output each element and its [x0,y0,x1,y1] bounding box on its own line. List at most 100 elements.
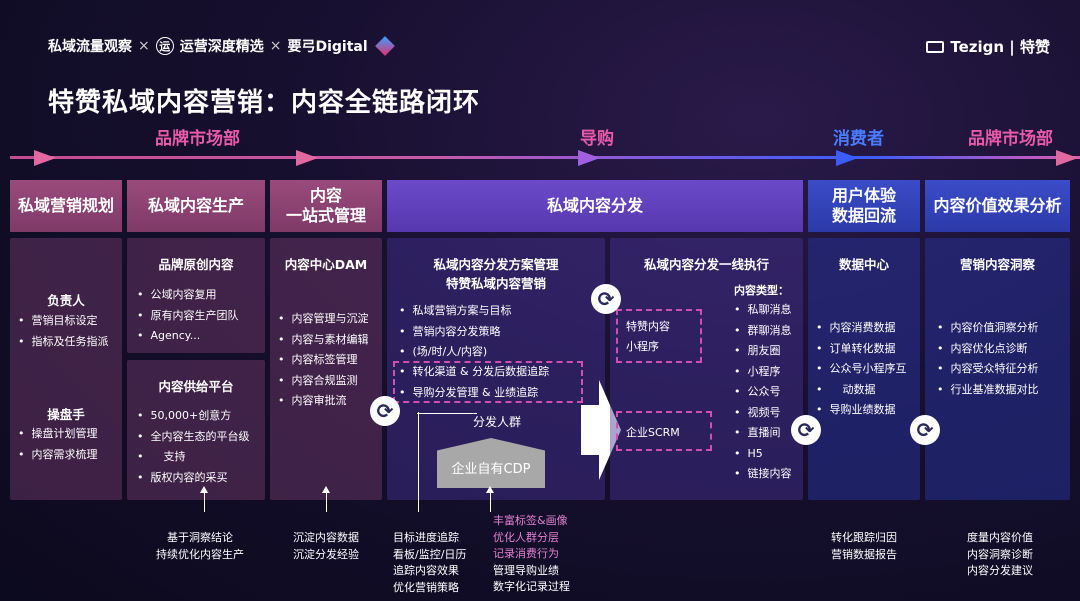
data-center-panel: 数据中心 内容消费数据 订单转化数据 公众号小程序互 动数据 导购业绩数据 [808,238,920,500]
planning-panel: 负责人 营销目标设定 指标及任务指派 操盘手 操盘计划管理 内容需求梳理 [10,238,122,500]
list-item: (场/时/人/内容) [399,342,512,363]
list-item: 公众号 [734,382,792,403]
list-item: 内容需求梳理 [18,445,98,466]
insight-panel: 营销内容洞察 内容价值洞察分析 内容优化点诊断 内容受众特征分析 行业基准数据对… [925,238,1070,500]
list-item: 全内容生态的平台级 [137,427,250,448]
up-connector-3 [418,412,419,512]
col5-header-line1: 用户体验 [831,186,896,205]
list-item: 私域营销方案与目标 [399,301,512,322]
note-line: 内容分发建议 [967,564,1033,577]
note-line: 持续优化内容生产 [156,547,244,561]
flow-arrow-4-icon [836,150,858,166]
flow-arrow-2-icon [296,150,318,166]
col-header-production: 私域内容生产 [127,180,265,232]
ops-logo-icon: 运 [155,37,174,55]
list-item: 内容消费数据 [816,318,907,339]
list-item: 内容与素材编辑 [278,330,369,351]
original-content-panel: 品牌原创内容 公域内容复用 原有内容生产团队 Agency... [127,238,265,353]
col-header-distribution: 私域内容分发 [387,180,803,232]
note-line: 内容洞察诊断 [967,547,1033,561]
tezign-brand: Tezign | 特赞 [926,36,1050,57]
original-content-title: 品牌原创内容 [158,257,234,272]
list-item: 行业基准数据对比 [937,380,1039,401]
list-item: 公域内容复用 [137,285,239,306]
list-item: 原有内容生产团队 [137,306,239,327]
mini-program-dashed-box [616,309,702,363]
note-line: 优化人群分层 [493,530,559,544]
list-item-cont: 动数据 [816,380,907,401]
list-item: 公众号小程序互 [816,359,907,380]
list-item: 内容合规监测 [278,371,369,392]
up-connector-1 [204,492,205,512]
note-line: 记录消费行为 [493,547,559,560]
phase-guide: 导购 [580,129,614,149]
up-arrow-2-icon [322,486,330,493]
note-line: 转化跟踪归因 [831,531,897,544]
flow-line [10,156,1080,159]
note-line: 管理导购业绩 [493,563,559,577]
mini-program-label: 特赞内容 小程序 [626,317,670,357]
refresh-cycle-icon: ⟳ [591,284,621,314]
up-arrow-1-icon [200,486,208,493]
top-brand-bar: 私域流量观察 × 运 运营深度精选 × 要弓Digital [48,36,395,56]
owner-title: 负责人 [47,293,85,308]
dam-title: 内容中心DAM [284,257,368,272]
list-item: 内容审批流 [278,391,369,412]
list-item: 群聊消息 [734,321,792,342]
list-item: H5 [734,444,792,465]
dam-list: 内容管理与沉淀 内容与素材编辑 内容标签管理 内容合规监测 内容审批流 [278,309,369,412]
refresh-cycle-icon: ⟳ [370,396,400,426]
separator-x: × [138,38,150,54]
tezign-logo-icon [926,40,945,53]
distribution-plan-panel: 私域内容分发方案管理 特赞私域内容营销 私域营销方案与目标 营销内容分发策略 (… [387,238,605,500]
list-item: 内容受众特征分析 [937,359,1039,380]
list-item: 转化渠道 & 分发后数据追踪 [399,362,550,383]
list-item-cont: 支持 [137,447,250,468]
data-center-title: 数据中心 [838,257,889,272]
bottom-note-insight: 度量内容价值 内容洞察诊断 内容分发建议 [940,530,1060,580]
plan-list: 私域营销方案与目标 营销内容分发策略 (场/时/人/内容) [399,301,512,363]
insight-list: 内容价值洞察分析 内容优化点诊断 内容受众特征分析 行业基准数据对比 [937,318,1039,400]
list-item: 朋友圈 [734,341,792,362]
list-item-cont-text: 动数据 [842,382,876,396]
list-item: 订单转化数据 [816,339,907,360]
content-types-list: 私聊消息 群聊消息 朋友圈 小程序 公众号 视频号 直播间 H5 链接内容 [734,300,792,485]
list-item: 私聊消息 [734,300,792,321]
up-connector-2 [326,492,327,512]
original-content-list: 公域内容复用 原有内容生产团队 Agency... [137,285,239,347]
tezign-label: Tezign | 特赞 [950,38,1050,56]
mini-program-line1: 特赞内容 [626,320,670,333]
list-item: 内容优化点诊断 [937,339,1039,360]
col-header-user-data: 用户体验 数据回流 [808,180,920,232]
flow-arrow-1-icon [34,150,56,166]
bottom-note-cdp: 丰富标签&画像 优化人群分层 记录消费行为 管理导购业绩 数字化记录过程 [493,513,603,596]
list-item: Agency... [137,326,239,347]
list-item: 版权内容的采买 [137,468,250,489]
list-item-cont-text: 支持 [163,450,186,463]
list-item: 内容管理与沉淀 [278,309,369,330]
supply-platform-title: 内容供给平台 [158,379,234,394]
col-header-management: 内容 一站式管理 [270,180,382,232]
list-item: 直播间 [734,423,792,444]
note-line: 追踪内容效果 [393,564,459,577]
plan-title: 私域内容分发方案管理 [433,257,559,272]
note-line: 数字化记录过程 [493,580,570,593]
note-line: 目标进度追踪 [393,531,459,544]
bottom-note-data: 转化跟踪归因 营销数据报告 [808,530,920,563]
operator-list: 操盘计划管理 内容需求梳理 [18,424,98,465]
note-line: 基于洞察结论 [167,531,233,544]
content-types-title: 内容类型： [734,284,789,297]
digital-logo-icon [374,36,395,56]
distribution-exec-panel: 私域内容分发一线执行 特赞内容 小程序 企业SCRM 内容类型： 私聊消息 群聊… [610,238,803,500]
up-connector-4 [490,492,491,512]
note-line: 优化营销策略 [393,580,459,594]
list-item: 内容价值洞察分析 [937,318,1039,339]
phase-brand-2: 品牌市场部 [968,129,1053,149]
cdp-house-shape [437,438,545,488]
col-header-analysis: 内容价值效果分析 [925,180,1070,232]
list-item: 链接内容 [734,464,792,485]
tracking-list: 转化渠道 & 分发后数据追踪 导购分发管理 & 业绩追踪 [399,362,550,403]
list-item: 50,000+创意方 [137,406,250,427]
separator-x2: × [269,38,282,54]
flow-arrow-5-icon [1056,150,1078,166]
